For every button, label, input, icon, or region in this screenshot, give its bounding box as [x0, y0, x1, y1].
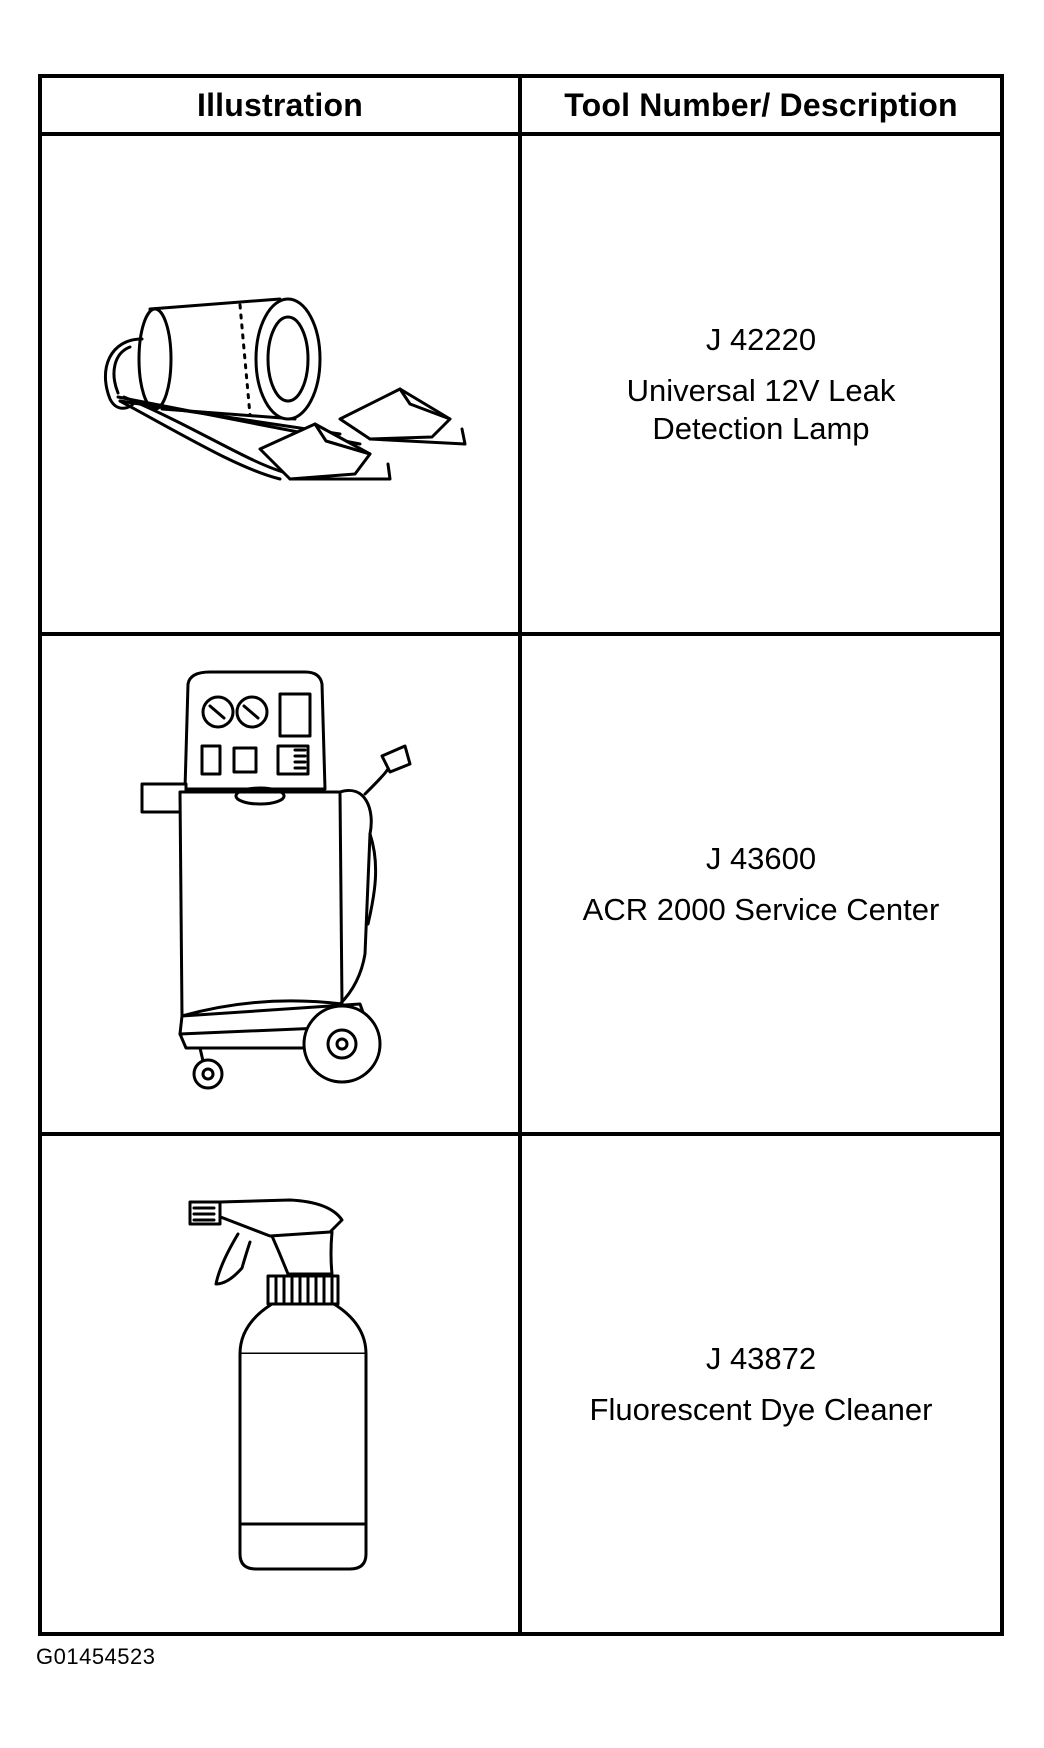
figure-code: G01454523	[36, 1644, 156, 1669]
leak-detection-lamp-icon	[104, 297, 467, 481]
illustration-cell	[38, 632, 522, 1136]
table-header-row: Illustration Tool Number/ Description	[38, 74, 1005, 136]
description-cell: J 43872 Fluorescent Dye Cleaner	[517, 1132, 1005, 1636]
illustration-cell	[38, 132, 522, 636]
tool-number: J 43600	[705, 841, 817, 876]
tool-description: Fluorescent Dye Cleaner	[589, 1392, 933, 1427]
tool-number: J 43872	[705, 1341, 817, 1376]
tool-number: J 42220	[705, 322, 817, 357]
tool-description: Universal 12V Leak Detection Lamp	[626, 373, 896, 446]
description-cell: J 42220 Universal 12V Leak Detection Lam…	[517, 132, 1005, 636]
service-center-icon	[140, 670, 412, 1090]
special-tools-table: Illustration Tool Number/ Description	[38, 74, 1005, 1636]
header-tool-description: Tool Number/ Description	[517, 74, 1005, 136]
illustration-cell	[38, 1132, 522, 1636]
tool-description: ACR 2000 Service Center	[582, 892, 940, 927]
table-row: J 43600 ACR 2000 Service Center	[38, 632, 1005, 1136]
description-cell: J 43600 ACR 2000 Service Center	[517, 632, 1005, 1136]
table-row: J 43872 Fluorescent Dye Cleaner	[38, 1132, 1005, 1636]
header-illustration: Illustration	[38, 74, 522, 136]
table-row: J 42220 Universal 12V Leak Detection Lam…	[38, 132, 1005, 636]
spray-bottle-icon	[188, 1198, 368, 1571]
